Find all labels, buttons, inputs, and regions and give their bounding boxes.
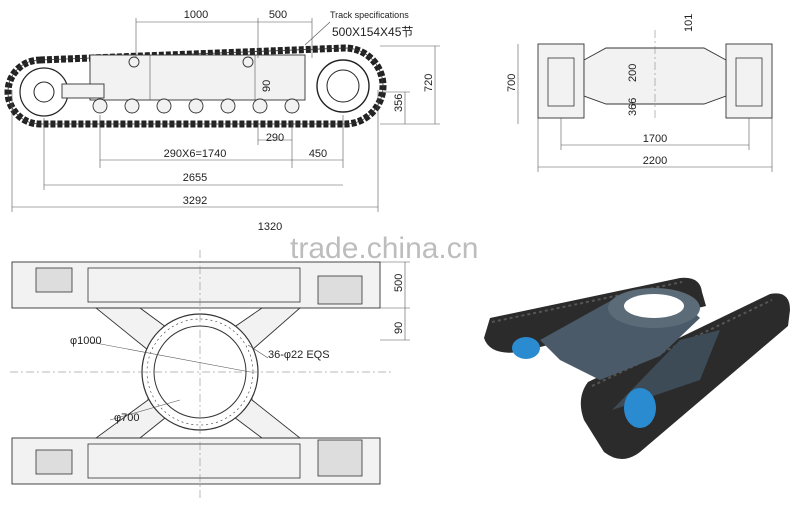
dim-700-end: 700 (506, 74, 518, 92)
idler-wheel (19, 67, 69, 117)
dim-101: 101 (683, 14, 695, 32)
dim-356: 356 (393, 94, 405, 112)
dim-90-plan: 90 (393, 322, 405, 334)
dim-phi700: φ700 (114, 412, 140, 424)
dim-90-side: 90 (261, 80, 273, 92)
dim-1700: 1700 (643, 133, 667, 145)
watermark: trade.china.cn (290, 232, 478, 265)
side-frame (89, 54, 306, 101)
dim-2200: 2200 (643, 155, 667, 167)
dim-366: 366 (627, 98, 639, 116)
end-view: 101 200 366 700 1700 2200 (506, 14, 773, 172)
dim-290: 290 (266, 132, 284, 144)
render-idler-near (624, 388, 656, 428)
plan-view: 1320 φ1000 φ700 36-φ22 EQS 500 90 (10, 221, 410, 500)
dim-2655: 2655 (183, 172, 207, 184)
dim-3292: 3292 (183, 195, 207, 207)
track-spec-title: Track specifications (330, 10, 409, 20)
dim-1000: 1000 (184, 9, 208, 21)
dim-500: 500 (269, 9, 287, 21)
dim-phi1000: φ1000 (70, 335, 102, 347)
render-idler-far (512, 337, 540, 359)
dim-290x6: 290X6=1740 (164, 148, 227, 160)
drive-sprocket (316, 59, 370, 113)
end-right-track (725, 43, 773, 119)
side-view: 1000 500 Track specifications 500X154X45… (4, 9, 440, 212)
render-3d (484, 277, 790, 459)
end-crossbeam (583, 47, 727, 105)
dim-500-plan: 500 (393, 274, 405, 292)
dim-450: 450 (309, 148, 327, 160)
end-left-track (537, 43, 585, 119)
dim-1320: 1320 (258, 221, 282, 233)
dim-720: 720 (423, 74, 435, 92)
track-rollers (92, 98, 300, 114)
track-spec-value: 500X154X45节 (332, 25, 413, 39)
dim-200: 200 (627, 64, 639, 82)
dim-bolts: 36-φ22 EQS (268, 349, 330, 361)
